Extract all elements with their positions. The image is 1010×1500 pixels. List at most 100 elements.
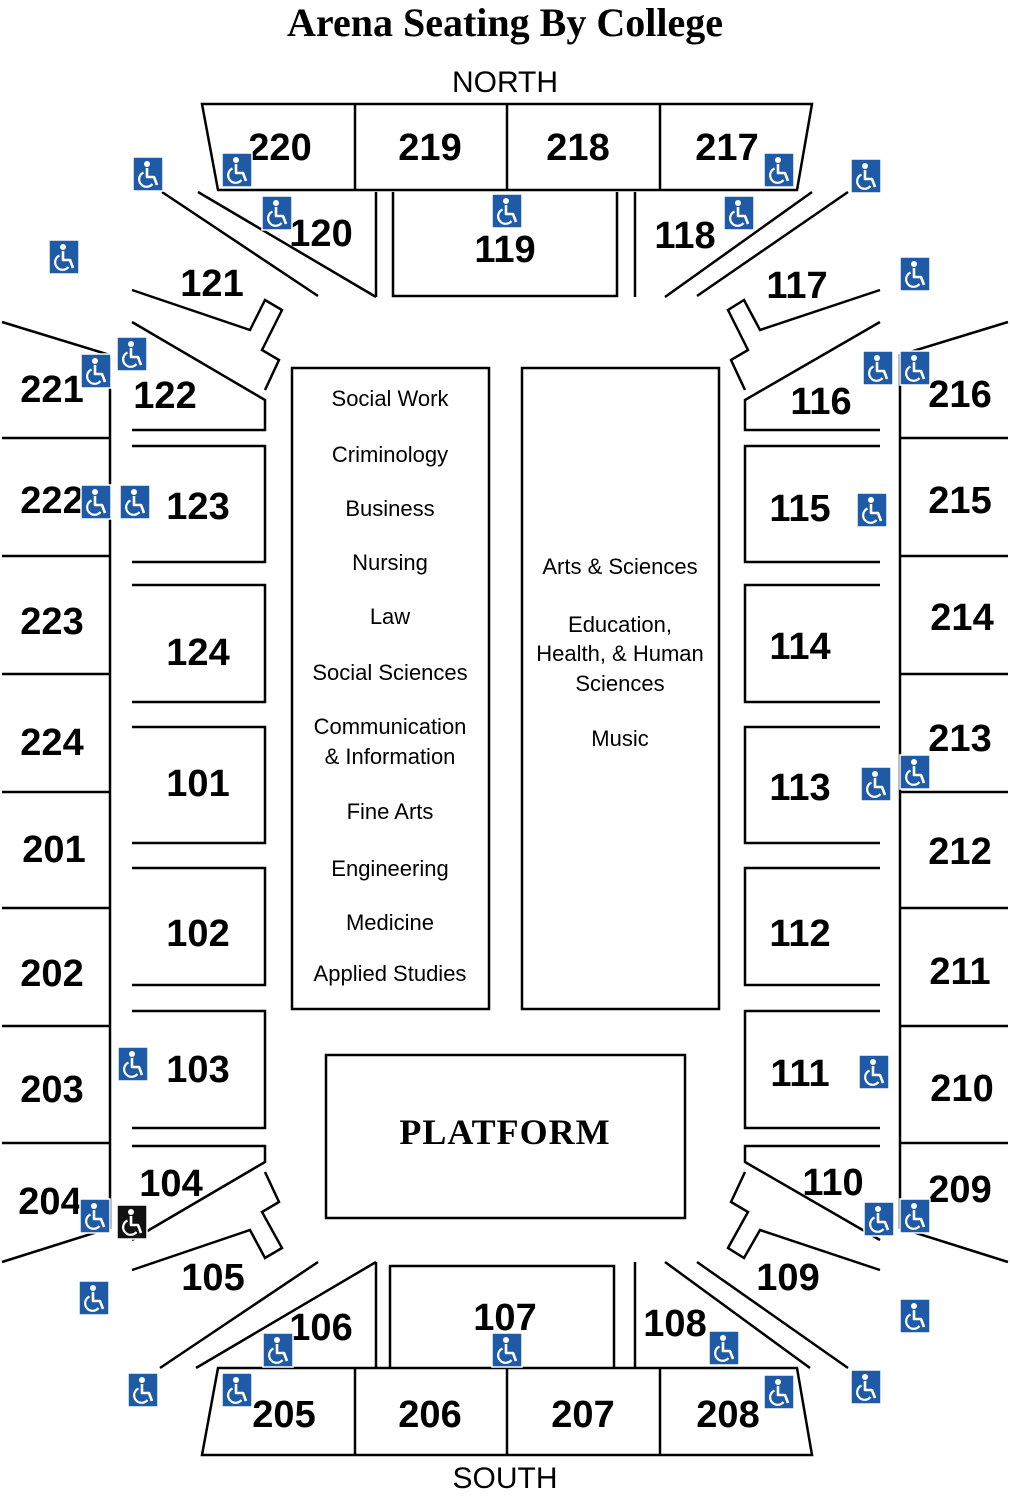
college-nursing: Nursing [352, 550, 428, 575]
section-202[interactable]: 202 [20, 953, 83, 995]
wheelchair-accessible-icon [857, 1053, 891, 1091]
wheelchair-accessible-icon [849, 157, 883, 195]
north-label: NORTH [452, 66, 558, 99]
left-college-seating-block [290, 366, 491, 1011]
section-122[interactable]: 122 [133, 375, 196, 417]
south-lower-sections [131, 1171, 881, 1370]
college-medicine: Medicine [346, 910, 434, 935]
section-117[interactable]: 117 [766, 265, 827, 307]
section-112[interactable]: 112 [769, 913, 830, 955]
wheelchair-accessible-icon [762, 1373, 796, 1411]
section-115[interactable]: 115 [769, 488, 830, 530]
wheelchair-accessible-icon [898, 753, 932, 791]
east-upper-deck [898, 320, 1009, 1264]
wheelchair-accessible-icon [220, 1371, 254, 1409]
section-104[interactable]: 104 [139, 1163, 202, 1205]
section-214[interactable]: 214 [930, 597, 993, 639]
wheelchair-accessible-icon [862, 1200, 896, 1238]
section-208[interactable]: 208 [696, 1394, 759, 1436]
section-106[interactable]: 106 [289, 1307, 352, 1349]
wheelchair-accessible-icon [898, 1197, 932, 1235]
section-109[interactable]: 109 [756, 1257, 819, 1299]
section-217[interactable]: 217 [695, 127, 758, 169]
wheelchair-accessible-icon [260, 194, 294, 232]
wheelchair-accessible-icon [490, 192, 524, 230]
platform-area [324, 1053, 687, 1220]
section-212[interactable]: 212 [928, 831, 991, 873]
section-102[interactable]: 102 [166, 913, 229, 955]
section-211[interactable]: 211 [929, 951, 990, 993]
section-118[interactable]: 118 [654, 215, 715, 257]
section-labels: 220 219 218 217 120 119 118 121 117 221 … [18, 127, 993, 1436]
section-207[interactable]: 207 [551, 1394, 614, 1436]
wheelchair-accessible-icon [115, 1203, 149, 1241]
section-103[interactable]: 103 [166, 1049, 229, 1091]
section-222[interactable]: 222 [20, 480, 83, 522]
college-applied-studies: Applied Studies [314, 961, 467, 986]
section-101[interactable]: 101 [166, 763, 229, 805]
wheelchair-accessible-icon [762, 151, 796, 189]
section-105[interactable]: 105 [181, 1257, 244, 1299]
section-116[interactable]: 116 [790, 381, 851, 423]
section-210[interactable]: 210 [930, 1068, 993, 1110]
section-113[interactable]: 113 [769, 767, 830, 809]
wheelchair-accessible-icon [898, 255, 932, 293]
section-215[interactable]: 215 [928, 480, 991, 522]
section-108[interactable]: 108 [643, 1303, 706, 1345]
left-college-list: Social Work Criminology Business Nursing… [312, 386, 467, 986]
wheelchair-accessible-icon [490, 1331, 524, 1369]
section-204[interactable]: 204 [18, 1181, 81, 1223]
section-201[interactable]: 201 [22, 829, 85, 871]
section-213[interactable]: 213 [928, 718, 991, 760]
section-205[interactable]: 205 [252, 1394, 315, 1436]
north-upper-deck [200, 102, 814, 192]
section-218[interactable]: 218 [546, 127, 609, 169]
wheelchair-accessible-icon [115, 335, 149, 373]
section-209[interactable]: 209 [928, 1169, 991, 1211]
section-120[interactable]: 120 [289, 213, 352, 255]
west-upper-deck [1, 320, 112, 1264]
section-124[interactable]: 124 [166, 632, 229, 674]
section-114[interactable]: 114 [769, 626, 830, 668]
wheelchair-accessible-icon [849, 1368, 883, 1406]
college-arts-sciences: Arts & Sciences [542, 554, 697, 579]
section-203[interactable]: 203 [20, 1069, 83, 1111]
wheelchair-accessible-icon [261, 1331, 295, 1369]
section-221[interactable]: 221 [20, 369, 83, 411]
section-220[interactable]: 220 [248, 127, 311, 169]
north-lower-sections [131, 190, 881, 391]
south-label: SOUTH [453, 1462, 558, 1495]
college-education-line2: Health, & Human [536, 641, 704, 666]
wheelchair-accessible-icon [855, 491, 889, 529]
wheelchair-accessible-icon [722, 194, 756, 232]
college-engineering: Engineering [331, 856, 448, 881]
section-111[interactable]: 111 [770, 1053, 829, 1095]
wheelchair-accessible-icon [118, 483, 152, 521]
section-110[interactable]: 110 [802, 1162, 863, 1204]
section-121[interactable]: 121 [180, 263, 243, 305]
section-107[interactable]: 107 [473, 1297, 536, 1339]
section-123[interactable]: 123 [166, 486, 229, 528]
wheelchair-accessible-icon [126, 1371, 160, 1409]
wheelchair-accessible-icon [47, 238, 81, 276]
section-224[interactable]: 224 [20, 722, 83, 764]
college-communication-line1: Communication [314, 714, 467, 739]
college-music: Music [591, 726, 648, 751]
section-216[interactable]: 216 [928, 374, 991, 416]
east-lower-sections [743, 320, 881, 1242]
section-206[interactable]: 206 [398, 1394, 461, 1436]
wheelchair-accessible-icon [859, 765, 893, 803]
section-223[interactable]: 223 [20, 601, 83, 643]
wheelchair-accessible-icon [898, 1297, 932, 1335]
wheelchair-accessible-icon [79, 483, 113, 521]
wheelchair-accessible-icon [220, 151, 254, 189]
college-education-line3: Sciences [575, 671, 664, 696]
college-criminology: Criminology [332, 442, 448, 467]
college-social-work: Social Work [332, 386, 450, 411]
section-119[interactable]: 119 [474, 229, 535, 271]
wheelchair-accessible-icon [116, 1045, 150, 1083]
college-business: Business [345, 496, 434, 521]
section-219[interactable]: 219 [398, 127, 461, 169]
college-fine-arts: Fine Arts [347, 799, 434, 824]
